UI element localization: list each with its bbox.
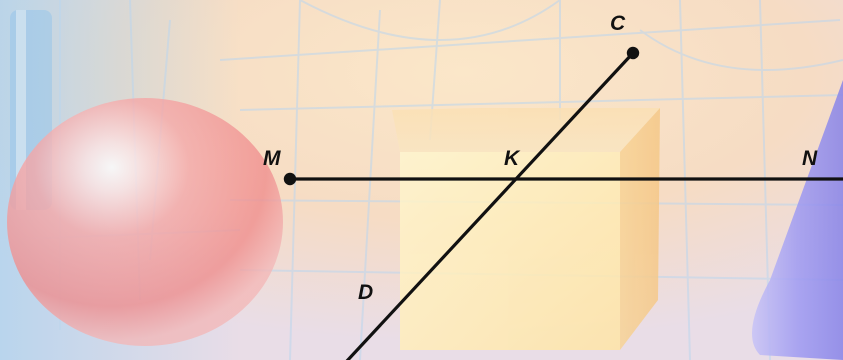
point-m-dot bbox=[283, 172, 297, 186]
line-cd bbox=[345, 51, 635, 360]
cone-shape bbox=[752, 80, 843, 360]
label-point-c: C bbox=[610, 12, 626, 35]
point-c-dot bbox=[626, 46, 640, 60]
label-point-d: D bbox=[358, 281, 373, 304]
sphere-shape bbox=[7, 98, 283, 346]
label-point-k: K bbox=[504, 147, 521, 170]
label-point-n: N bbox=[802, 147, 818, 170]
label-point-m: M bbox=[263, 147, 281, 170]
cube-shape bbox=[392, 108, 660, 350]
